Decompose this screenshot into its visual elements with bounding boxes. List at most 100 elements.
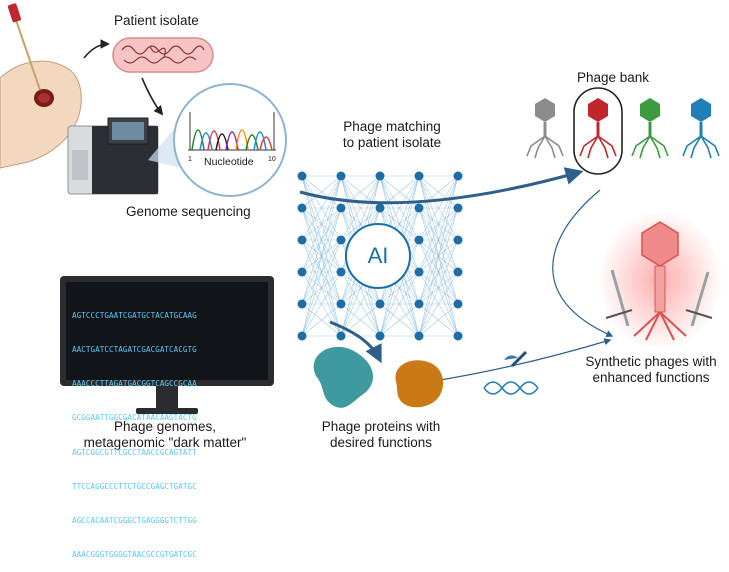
nn-edge [301, 175, 342, 209]
phage-head [691, 98, 711, 122]
patient-arm-illustration [0, 3, 82, 169]
arrow-proteins-to-synthetic [439, 338, 612, 381]
phage-head [640, 98, 660, 122]
axis-end-label: 10 [268, 156, 276, 163]
nn-edge [301, 239, 342, 337]
phage-proteins-label: Phage proteins with desired functions [306, 419, 456, 451]
nn-node [297, 331, 307, 341]
nn-node [453, 267, 463, 277]
phage-tail [543, 122, 547, 136]
nn-node [375, 299, 385, 309]
nn-edge [379, 303, 420, 337]
nn-node [453, 203, 463, 213]
nn-node [297, 267, 307, 277]
nn-edge [340, 175, 381, 209]
nn-edge [301, 175, 342, 305]
phage-legs [631, 135, 669, 159]
phage-matching-line2: to patient isolate [342, 135, 442, 150]
nn-node [336, 299, 346, 309]
synthetic-line2: enhanced functions [592, 370, 710, 385]
nn-node [414, 299, 424, 309]
chromatogram-zoom-circle [173, 83, 287, 197]
nn-node [453, 331, 463, 341]
nn-edge [301, 207, 342, 337]
arrow-to-sequencer [141, 77, 164, 116]
nn-edge [379, 271, 420, 337]
sequence-line: AAACCCTTAGATGACGGTCAGCCGCAA [72, 379, 197, 389]
genomes-line2: metagenomic "dark matter" [83, 435, 247, 450]
chromatogram-peaks [188, 112, 276, 151]
sequence-line: GCGGAATTGGCGACATAACAAGTACTG [72, 413, 197, 423]
patient-isolate-label: Patient isolate [114, 13, 199, 28]
nn-edge [418, 239, 459, 337]
sequence-line: AGTCCCTGAATCGATGCTACATGCAAG [72, 310, 197, 320]
synthetic-phages-label: Synthetic phages with enhanced functions [576, 354, 726, 386]
nn-edge [418, 175, 459, 273]
phage-matching-line1: Phage matching [343, 119, 441, 134]
nn-edge [340, 175, 381, 241]
arrow-to-isolate [83, 39, 110, 59]
phage-legs [579, 135, 617, 159]
phage-matching-label: Phage matching to patient isolate [336, 119, 448, 151]
genome-sequencing-label: Genome sequencing [126, 204, 251, 219]
nn-node [336, 331, 346, 341]
phage-legs [682, 135, 720, 159]
nn-edge [301, 271, 342, 337]
proteins-line1: Phage proteins with [321, 419, 441, 434]
phage-genomes-label: Phage genomes, metagenomic "dark matter" [60, 419, 270, 451]
nn-edge [379, 239, 420, 337]
diagram-canvas [0, 3, 722, 414]
phage-blue [682, 98, 720, 159]
nn-node [375, 331, 385, 341]
bacterium-illustration [112, 37, 214, 73]
protein-orange-icon [395, 360, 444, 408]
dna-pen-icon [483, 350, 539, 395]
phage-legs [526, 135, 564, 159]
nn-node [453, 299, 463, 309]
protein-teal-icon [313, 346, 374, 408]
sequence-line: AAACGGGTGGGGTAACGCCGTGATCGC [72, 550, 197, 560]
nn-node [414, 203, 424, 213]
arrow-to-phage-bank [299, 167, 584, 205]
axis-start-label: 1 [188, 156, 192, 163]
nn-node [453, 171, 463, 181]
ai-label: AI [367, 243, 389, 268]
nn-node [336, 267, 346, 277]
ai-circle [345, 223, 411, 289]
nn-node [297, 171, 307, 181]
nn-edge [301, 175, 342, 337]
proteins-line2: desired functions [329, 435, 433, 450]
phage-tail [596, 122, 600, 136]
arrow-to-proteins [329, 320, 382, 364]
nn-edge [418, 303, 459, 337]
genomes-line1: Phage genomes, [113, 419, 217, 434]
nn-node [375, 203, 385, 213]
phage-red [579, 98, 617, 159]
nn-edge [418, 207, 459, 337]
sequence-line: TTCCAGGCCCTTCTGCCGAGCTGATGC [72, 481, 197, 491]
sequence-line: AGCCACAATCGGGCTGAGGGGTCTTGG [72, 516, 197, 526]
nn-edge [418, 175, 459, 241]
nn-node [414, 267, 424, 277]
nn-edge [301, 175, 342, 273]
phage-tail [648, 122, 652, 136]
nn-node [453, 235, 463, 245]
phage-bank-label: Phage bank [577, 70, 650, 85]
synthetic-line1: Synthetic phages with [585, 354, 717, 369]
nn-node [297, 299, 307, 309]
nucleotide-axis-label: Nucleotide [204, 156, 254, 168]
nn-node [336, 235, 346, 245]
nn-node [414, 171, 424, 181]
nn-edge [301, 175, 342, 241]
phage-tail [699, 122, 703, 136]
nn-node [297, 203, 307, 213]
phage-green [631, 98, 669, 159]
phage-head [588, 98, 608, 122]
nn-node [336, 171, 346, 181]
nn-edge [301, 303, 342, 337]
sequence-line: AGTCGGCGTTCGCCTAACCGCAGTATT [72, 447, 197, 457]
monitor-sequence-text: AGTCCCTGAATCGATGCTACATGCAAG AACTGATCCTAG… [72, 287, 268, 572]
arrow-bank-to-synthetic [552, 189, 614, 337]
nn-node [414, 235, 424, 245]
phage-gray [526, 98, 564, 159]
